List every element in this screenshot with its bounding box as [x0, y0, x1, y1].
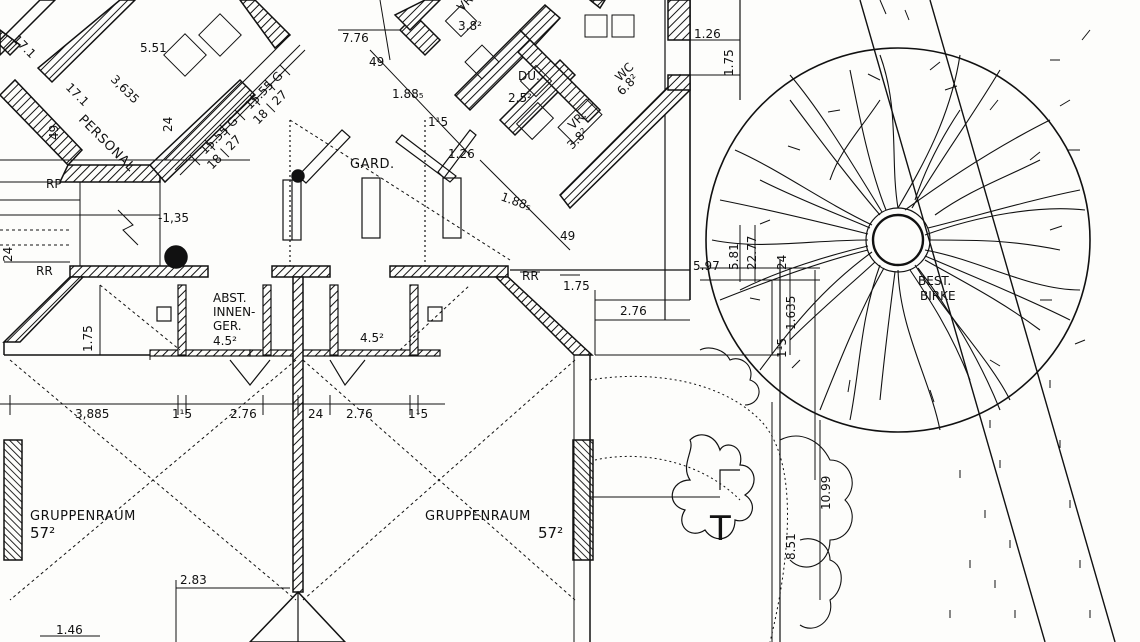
room-label-gruppenraum-right: GRUPPENRAUM [425, 509, 531, 524]
dim-1099: 10.99 [819, 476, 833, 510]
dimension-lines [0, 0, 821, 642]
room-area-center: 4.5² [360, 331, 384, 345]
tree-label-2: BIRKE [920, 289, 956, 303]
dim-188-a: 1.88₅ [392, 87, 424, 101]
room-label-abstell-2: INNEN- [213, 305, 255, 319]
dim-276-a: 2.76 [230, 407, 257, 421]
dim-115-a: 1¹5 [172, 407, 192, 421]
dim-126-top: 1.26 [694, 27, 721, 41]
dim-24: 24 [308, 407, 323, 421]
dim-24-left: 24 [1, 247, 15, 262]
dim-24-top: 24 [161, 117, 175, 132]
dim-115-d: 1¹5 [428, 115, 448, 129]
dim-3635: 3,635 [108, 72, 142, 106]
dim-283: 2.83 [180, 573, 207, 587]
dim-175-right: 1.75 [563, 279, 590, 293]
dim-581: 5.81 [727, 243, 741, 270]
room-area-vr-top: 3.8² [458, 19, 482, 33]
dim-49-c: 49 [560, 229, 575, 243]
rr-label-right: RR [522, 269, 539, 283]
dim-115-b: 1¹5 [408, 407, 428, 421]
room-label-dusche: DU. [518, 69, 540, 83]
level-label: -1,35 [158, 211, 189, 225]
room-label-abstell-1: ABST. [213, 291, 247, 305]
room-label-vr-top: VR. [454, 0, 478, 14]
marker-t: T [709, 509, 731, 549]
dim-2277: 22.77 [745, 236, 759, 270]
tree-label-1: BEST. [918, 274, 951, 288]
dim-49-a: 49 [369, 55, 384, 69]
room-area-dusche: 2.5² [508, 91, 532, 105]
room-area-gruppenraum-left: 57² [30, 524, 55, 542]
dim-175-left: 1.75 [81, 325, 95, 352]
dim-551: 5.51 [140, 41, 167, 55]
dim-597: 5.97 [693, 259, 720, 273]
dim-115-c: 1¹5 [775, 338, 789, 358]
dim-276-right: 2.76 [620, 304, 647, 318]
dim-1635: 1.635 [784, 296, 798, 330]
room-area-personal: 17.1 [63, 80, 92, 109]
dim-776: 7.76 [342, 31, 369, 45]
dim-276-b: 2.76 [346, 407, 373, 421]
dim-188-b: 1.88₅ [499, 190, 534, 214]
room-label-gruppenraum-left: GRUPPENRAUM [30, 509, 136, 524]
site-lines [589, 0, 1116, 642]
dim-851: 8.51 [784, 533, 798, 560]
dim-175-top: 1.75 [722, 49, 736, 76]
building-walls [2, 119, 594, 642]
upper-wing-walls [0, 0, 780, 498]
room-area-abstell: 4.5² [213, 334, 237, 348]
dim-rp: RP [46, 177, 62, 191]
dim-24-right: 24 [775, 255, 789, 270]
dim-126: 1.26 [448, 147, 475, 161]
rr-label-left: RR [36, 264, 53, 278]
room-area-gruppenraum-right: 57² [538, 524, 563, 542]
dim-3885: 3,885 [75, 407, 109, 421]
room-label-garderobe: GARD. [350, 157, 395, 172]
dim-146: 1.46 [56, 623, 83, 637]
dim-49-b: 49 [47, 125, 61, 140]
room-label-abstell-3: GER. [213, 319, 242, 333]
tree-birch [705, 47, 1091, 433]
